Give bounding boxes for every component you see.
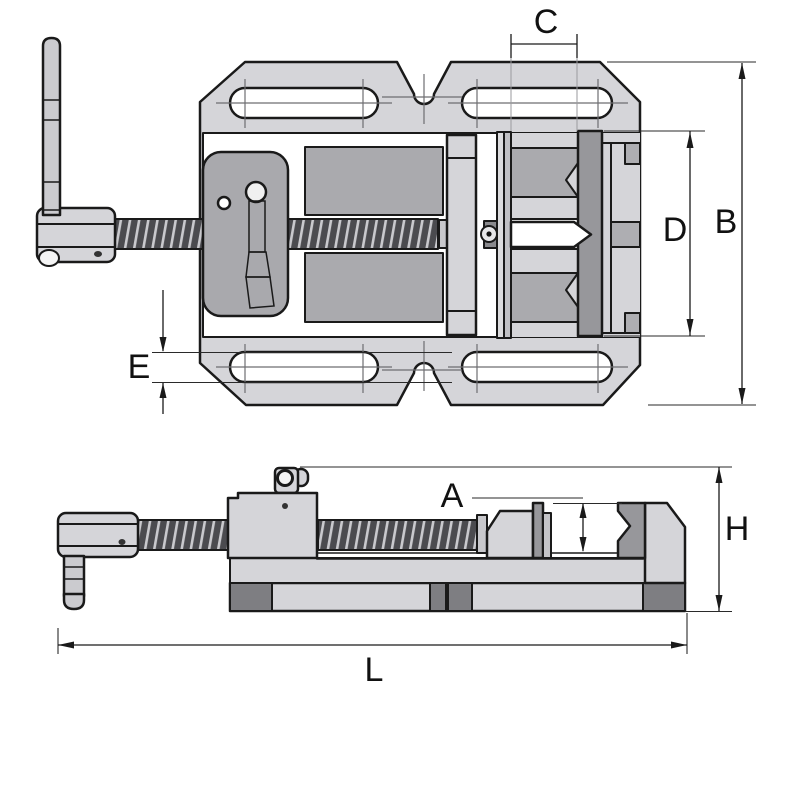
dimension-c: C [510,3,578,131]
top-view: C B D E [35,3,756,414]
bracket-hole [216,195,232,211]
dim-label-d: D [663,211,688,249]
lead-screw-side [137,519,229,551]
split-nut-block [226,466,319,560]
side-view: A H L [56,466,750,689]
dimension-h: H [300,466,750,613]
dimension-b: B [607,61,756,406]
lever-pivot-side [276,469,294,487]
dim-label-b: B [715,203,738,241]
fixed-jaw-rear [602,133,641,337]
dimension-d: D [604,130,705,337]
lead-screw-side [317,519,478,551]
crank-handle-side [56,511,140,611]
crank-handle-plan [35,36,117,267]
quick-release-bracket [201,150,290,318]
movable-jaw-side [476,501,552,560]
hub-end-cap [38,249,60,267]
dim-label-l: L [365,651,384,689]
base [228,581,687,613]
lock-lever-grip [245,276,275,309]
dim-label-h: H [725,510,750,548]
guide-rail [304,146,444,216]
dimension-a: A [441,477,622,552]
dim-label-a: A [441,477,464,515]
guide-rail [304,252,444,323]
fixed-jaw-plate-side [616,501,647,560]
dimension-l: L [57,613,688,689]
dim-label-e: E [128,348,151,386]
fixed-jaw-side [643,501,687,585]
dim-label-c: C [534,3,559,41]
movable-jaw-plan [445,131,512,339]
dimension-e: E [128,290,452,414]
lever-pivot [244,180,268,204]
centerlines [216,74,628,393]
slide-bed [229,557,686,584]
v-groove-opening [509,220,593,249]
handle-rod [41,36,62,217]
